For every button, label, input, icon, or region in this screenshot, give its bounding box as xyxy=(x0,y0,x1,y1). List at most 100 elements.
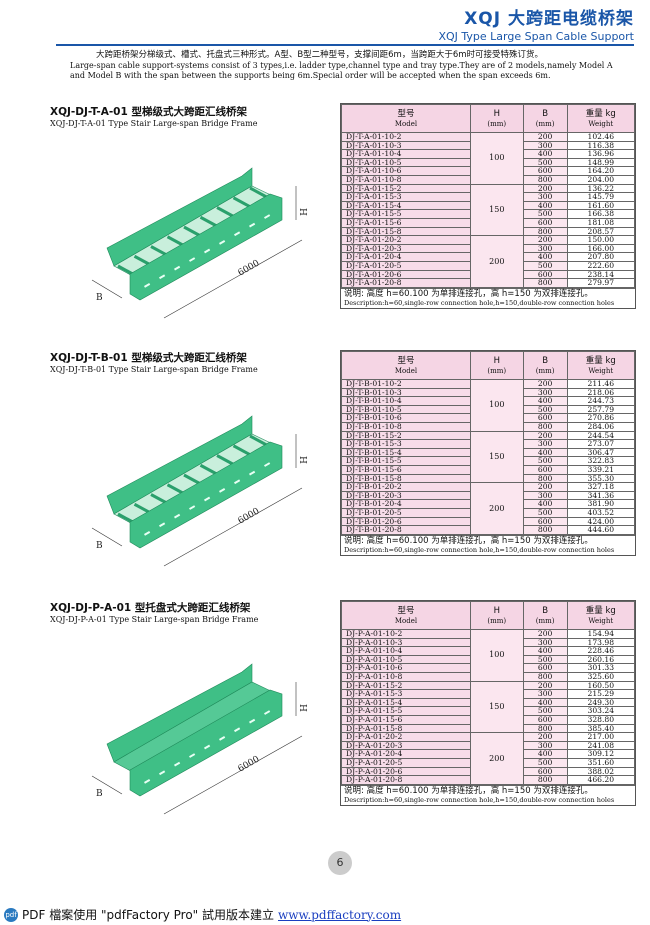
cell-b: 200 xyxy=(522,482,568,492)
cell-weight: 279.97 xyxy=(566,278,636,288)
b-dim-line xyxy=(91,527,123,547)
cell-h: 150 xyxy=(469,680,524,734)
cell-weight: 328.80 xyxy=(566,714,636,725)
col-b: B(mm) xyxy=(522,351,568,380)
cell-model: DJ-T-A-01-15-2 xyxy=(341,183,471,194)
cell-weight: 116.38 xyxy=(566,140,636,151)
tray-near-rail xyxy=(129,689,283,797)
rail-hole xyxy=(144,283,151,288)
cell-b: 200 xyxy=(522,629,568,639)
b-dim-line xyxy=(91,775,123,795)
rail-hole xyxy=(249,470,256,476)
cell-weight: 301.33 xyxy=(566,663,636,673)
cell-b: 800 xyxy=(522,174,568,185)
cell-b: 200 xyxy=(522,680,568,691)
cell-b: 800 xyxy=(522,775,568,785)
cell-weight: 215.29 xyxy=(566,689,636,699)
cell-h: 100 xyxy=(469,379,524,432)
tray-near-rail xyxy=(129,193,283,301)
rail-hole xyxy=(174,761,181,767)
cell-weight: 222.60 xyxy=(566,260,636,271)
cell-weight: 303.24 xyxy=(566,706,636,716)
note-zh: 说明: 高度 h=60.100 为单排连接孔，高 h=150 为双排连接孔。 xyxy=(344,288,593,299)
cell-model: DJ-P-A-01-10-2 xyxy=(341,629,471,639)
cell-weight: 173.98 xyxy=(566,637,636,648)
cell-b: 300 xyxy=(522,637,568,648)
cell-weight: 306.47 xyxy=(566,447,636,458)
cell-weight: 166.00 xyxy=(566,243,636,254)
cell-b: 500 xyxy=(522,456,568,466)
cell-model: DJ-P-A-01-15-6 xyxy=(341,714,471,725)
cell-weight: 309.12 xyxy=(566,749,636,759)
cell-h: 150 xyxy=(469,183,524,237)
cell-model: DJ-T-B-01-10-4 xyxy=(341,396,471,406)
cell-model: DJ-T-B-01-15-6 xyxy=(341,464,471,475)
rail-hole xyxy=(189,505,196,510)
intro-zh: 大跨距桥架分梯级式、槽式、托盘式三种形式。A型、B型二种型号，支撑间距6m，当跨… xyxy=(96,50,544,60)
cell-weight: 136.22 xyxy=(566,183,636,194)
cell-model: DJ-T-A-01-10-5 xyxy=(341,157,471,168)
cell-weight: 388.02 xyxy=(566,766,636,777)
section-title: XQJ-DJ-T-B-01 型梯级式大跨距汇线桥架 xyxy=(50,352,247,364)
rail-hole xyxy=(264,710,271,715)
cell-weight: 208.57 xyxy=(566,226,636,237)
section-subtitle: XQJ-DJ-T-B-01 Type Stair Large-span Brid… xyxy=(50,365,258,374)
cell-model: DJ-P-A-01-20-4 xyxy=(341,749,471,759)
cell-weight: 339.21 xyxy=(566,464,636,475)
note-en: Description:h=60,single-row connection h… xyxy=(344,545,615,554)
footer-link[interactable]: www.pdffactory.com xyxy=(278,907,402,922)
rail-hole xyxy=(174,265,181,271)
cell-h: 200 xyxy=(469,482,524,535)
table-note: 说明: 高度 h=60.100 为单排连接孔，高 h=150 为双排连接孔。 D… xyxy=(341,784,635,805)
cell-h: 200 xyxy=(469,235,524,288)
rail-hole xyxy=(219,239,226,245)
cell-b: 800 xyxy=(522,671,568,682)
rail-hole xyxy=(189,753,196,758)
h-dim-label: H xyxy=(297,456,307,464)
cell-weight: 154.94 xyxy=(566,629,636,639)
b-dim-line xyxy=(91,279,123,299)
cell-b: 800 xyxy=(522,525,568,535)
cell-model: DJ-T-A-01-20-2 xyxy=(341,235,471,245)
cell-model: DJ-P-A-01-10-5 xyxy=(341,654,471,665)
cell-model: DJ-T-B-01-10-5 xyxy=(341,404,471,415)
cell-model: DJ-T-A-01-10-3 xyxy=(341,140,471,151)
cell-model: DJ-T-A-01-15-4 xyxy=(341,200,471,211)
cell-b: 300 xyxy=(522,387,568,398)
cell-weight: 218.06 xyxy=(566,387,636,398)
rail-hole xyxy=(144,531,151,536)
cell-weight: 244.73 xyxy=(566,396,636,406)
cell-model: DJ-T-B-01-20-6 xyxy=(341,516,471,527)
cell-b: 600 xyxy=(522,217,568,228)
cell-weight: 204.00 xyxy=(566,174,636,185)
col-h: H(mm) xyxy=(469,351,524,380)
span-dim-label: 6000 xyxy=(237,258,262,278)
cell-weight: 341.36 xyxy=(566,490,636,501)
intro-en: Large-span cable support-systems consist… xyxy=(70,61,613,80)
cell-b: 400 xyxy=(522,447,568,458)
cell-weight: 327.18 xyxy=(566,482,636,492)
pdf-icon: pdf xyxy=(4,907,18,922)
cell-weight: 385.40 xyxy=(566,723,636,734)
span-dim-line xyxy=(163,239,303,319)
cell-b: 300 xyxy=(522,192,568,202)
cell-model: DJ-P-A-01-15-8 xyxy=(341,723,471,734)
cell-model: DJ-T-B-01-15-2 xyxy=(341,430,471,441)
cell-model: DJ-T-A-01-20-5 xyxy=(341,260,471,271)
cell-weight: 466.20 xyxy=(566,775,636,785)
cell-b: 500 xyxy=(522,507,568,518)
intro-text: 大跨距桥架分梯级式、槽式、托盘式三种形式。A型、B型二种型号，支撑间距6m，当跨… xyxy=(70,50,630,81)
